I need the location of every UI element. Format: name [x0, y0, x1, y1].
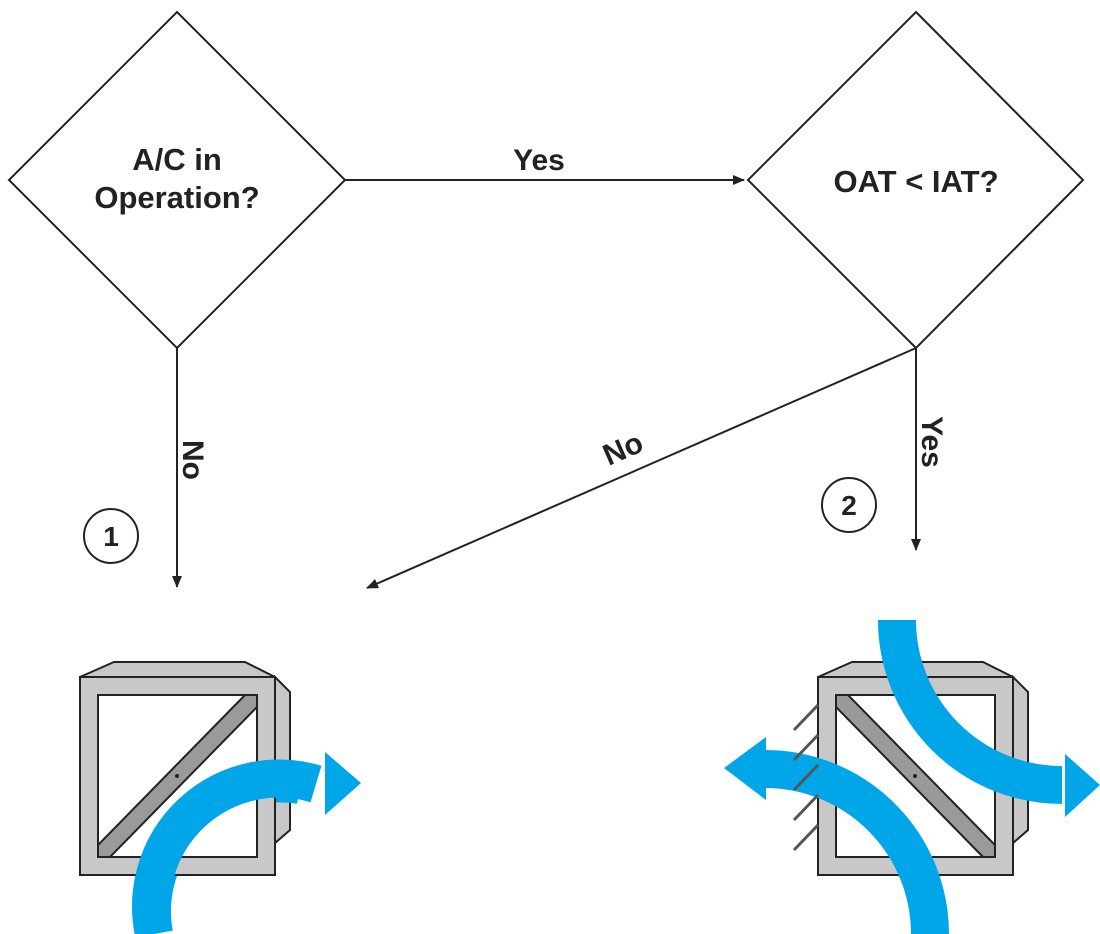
outcome-2-number: 2 — [841, 490, 857, 521]
ventilation-unit-bypass — [79, 661, 361, 934]
unit-2-airflow-arrowhead-1 — [1065, 754, 1100, 817]
edge-oat-yes-label: Yes — [915, 416, 948, 468]
outcome-1-number: 1 — [103, 521, 119, 552]
decision-ac-in-operation-line1: A/C in — [132, 142, 222, 177]
ventilation-unit-exchange — [724, 619, 1100, 934]
edge-ac-yes: Yes — [345, 144, 745, 185]
edge-ac-no-label: No — [176, 440, 209, 480]
decision-ac-in-operation-line2: Operation? — [94, 180, 259, 215]
unit-2-airflow-band-2 — [764, 750, 949, 934]
edge-oat-no-arrow — [366, 347, 917, 589]
unit-2-airflow-band-1 — [878, 619, 1063, 804]
unit-1-airflow-arrowhead — [325, 752, 361, 815]
edge-oat-yes: Yes — [911, 348, 948, 551]
unit-1-top-panel — [79, 661, 276, 678]
edge-oat-no: No — [366, 347, 917, 589]
outcome-2-marker: 2 — [821, 477, 877, 533]
unit-1-airflow-band — [132, 759, 322, 934]
decision-oat-lt-iat-label: OAT < IAT? — [833, 164, 998, 199]
edge-ac-yes-label: Yes — [513, 144, 565, 177]
unit-2-damper-fins — [792, 703, 820, 852]
edge-ac-no: No — [172, 348, 209, 588]
unit-1-pivot — [175, 774, 179, 778]
decision-ac-in-operation: A/C in Operation? — [7, 10, 347, 350]
edge-oat-no-label: No — [598, 426, 648, 472]
decision-oat-lt-iat: OAT < IAT? — [746, 10, 1085, 350]
unit-2-airflow-arrowhead-2 — [724, 737, 766, 800]
outcome-1-marker: 1 — [83, 508, 139, 564]
unit-2-pivot — [913, 774, 917, 778]
